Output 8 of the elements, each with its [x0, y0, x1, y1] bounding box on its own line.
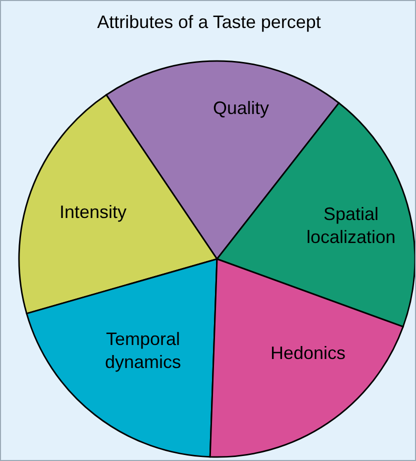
title: Attributes of a Taste percept — [96, 11, 322, 34]
slice-label: Temporal dynamics — [104, 328, 182, 374]
slice-label: Spatial localization — [305, 202, 397, 249]
pie-slice — [209, 258, 404, 458]
pie-slice — [26, 258, 218, 458]
slice-label: Quality — [212, 97, 270, 120]
slice-label: Hedonics — [270, 342, 346, 366]
slice-label: Intensity — [59, 201, 127, 224]
